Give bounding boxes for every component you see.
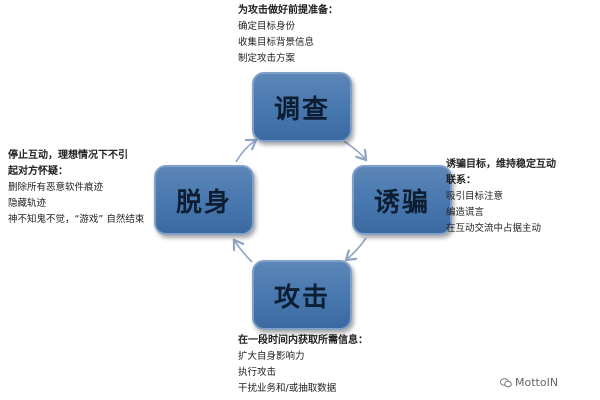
- note-investigate: 为攻击做好前提准备： 确定目标身份 收集目标背景信息 制定攻击方案: [238, 3, 338, 67]
- note-attack-item: 干扰业务和/或抽取数据: [238, 383, 337, 394]
- note-attack-item: 执行攻击: [238, 367, 277, 378]
- note-investigate-heading: 为攻击做好前提准备：: [238, 5, 338, 16]
- note-investigate-item: 制定攻击方案: [238, 53, 296, 64]
- stage-investigate-label: 调查: [273, 94, 330, 125]
- note-escape-heading-2: 起对方怀疑：: [8, 166, 68, 177]
- stage-attack-label: 攻击: [273, 282, 330, 313]
- note-attack: 在一段时间内获取所需信息： 扩大自身影响力 执行攻击 干扰业务和/或抽取数据: [238, 333, 368, 397]
- note-lure-item: 编造谎言: [446, 207, 485, 218]
- note-investigate-item: 收集目标背景信息: [238, 37, 315, 48]
- note-lure-item: 在互动交流中占据主动: [446, 223, 542, 234]
- note-escape-item: 删除所有恶意软件痕迹: [8, 182, 104, 193]
- note-escape-item: 隐藏轨迹: [8, 198, 47, 209]
- stage-attack: 攻击: [252, 260, 352, 330]
- note-escape-item: 神不知鬼不觉，“游戏” 自然结束: [8, 214, 145, 225]
- note-attack-item: 扩大自身影响力: [238, 351, 305, 362]
- stage-investigate: 调查: [252, 72, 352, 142]
- stage-escape-label: 脱身: [175, 187, 232, 218]
- wechat-icon: [500, 377, 512, 387]
- watermark: MottoIN: [500, 376, 558, 389]
- note-lure-item: 吸引目标注意: [446, 191, 504, 202]
- watermark-text: MottoIN: [515, 376, 559, 389]
- note-lure: 诱骗目标，维持稳定互动 联系： 吸引目标注意 编造谎言 在互动交流中占据主动: [446, 157, 556, 237]
- stage-escape: 脱身: [154, 165, 254, 235]
- arrow-lure-to-attack: [346, 237, 367, 260]
- note-lure-heading-2: 联系：: [446, 175, 476, 186]
- arrow-escape-to-investigate: [235, 140, 256, 163]
- note-investigate-item: 确定目标身份: [238, 21, 296, 32]
- arrow-investigate-to-lure: [341, 139, 366, 160]
- note-escape: 停止互动，理想情况下不引 起对方怀疑： 删除所有恶意软件痕迹 隐藏轨迹 神不知鬼…: [8, 148, 158, 228]
- arrow-attack-to-escape: [234, 240, 253, 263]
- note-escape-heading-1: 停止互动，理想情况下不引: [8, 150, 128, 161]
- note-attack-heading: 在一段时间内获取所需信息：: [238, 335, 368, 346]
- note-lure-heading-1: 诱骗目标，维持稳定互动: [446, 159, 556, 170]
- stage-lure-label: 诱骗: [373, 187, 430, 218]
- stage-lure: 诱骗: [352, 165, 452, 235]
